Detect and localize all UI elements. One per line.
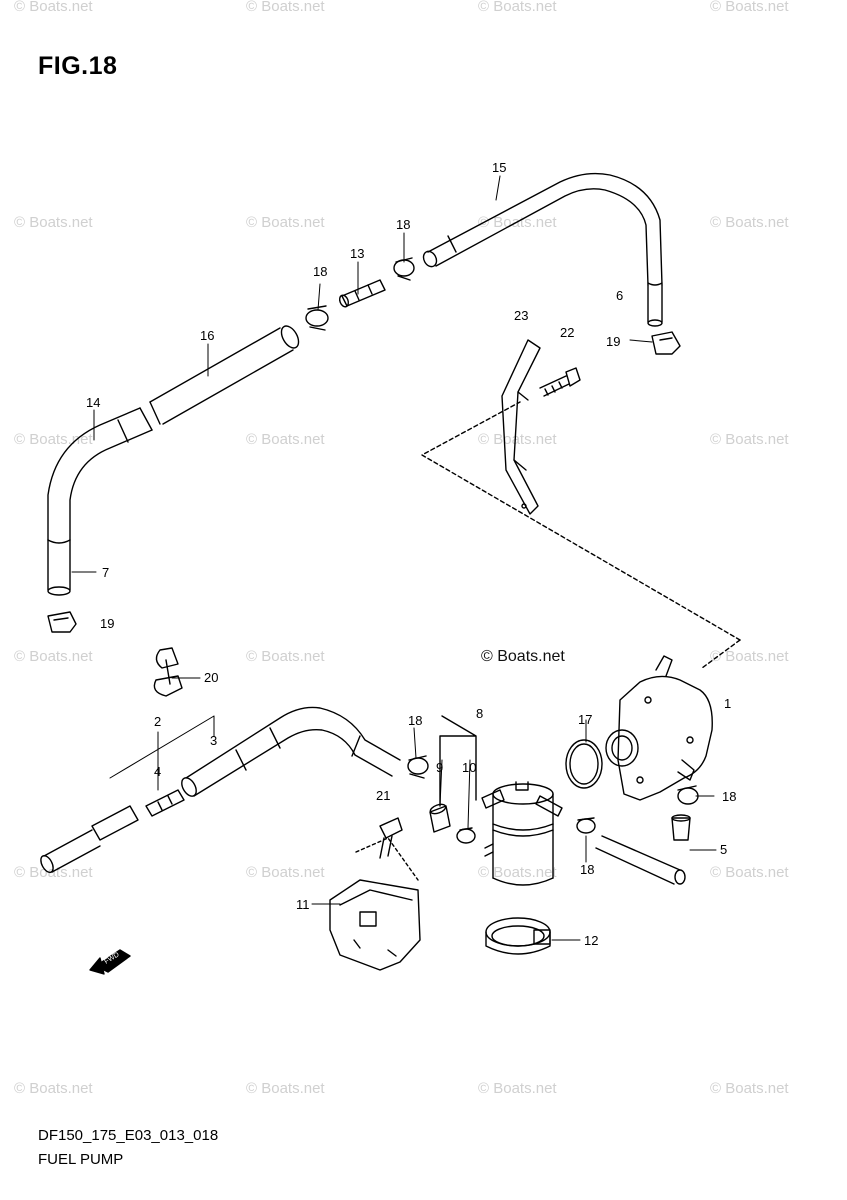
hose-16 [139, 325, 300, 431]
callout-1: 1 [724, 696, 731, 711]
figure-title: FIG.18 [38, 52, 118, 80]
callout-19-b: 19 [100, 616, 114, 631]
callout-18-e: 18 [580, 862, 594, 877]
watermark: © Boats.net [246, 214, 325, 231]
clamp-18 [677, 785, 699, 805]
callout-6: 6 [616, 288, 623, 303]
clamp-18 [576, 817, 596, 834]
clamp-19 [651, 331, 681, 355]
clip-20 [153, 647, 183, 697]
callout-8: 8 [476, 706, 483, 721]
figure-name: FUEL PUMP [38, 1151, 124, 1168]
callout-18-c: 18 [408, 713, 422, 728]
clamp-19 [47, 611, 77, 633]
callout-19-a: 19 [606, 334, 620, 349]
clip-10 [456, 827, 476, 844]
fwd-arrow-icon [89, 949, 131, 975]
callout-23: 23 [514, 308, 528, 323]
callout-3: 3 [210, 733, 217, 748]
fitting-4 [145, 789, 185, 817]
callout-20: 20 [204, 670, 218, 685]
callout-10: 10 [462, 760, 476, 775]
callout-11: 11 [296, 897, 310, 912]
callout-22: 22 [560, 325, 574, 340]
watermark: © Boats.net [710, 0, 789, 15]
hose-2 [40, 805, 139, 873]
callout-9: 9 [436, 760, 443, 775]
callout-21: 21 [376, 788, 390, 803]
callout-13: 13 [350, 246, 364, 261]
watermark: © Boats.net [246, 431, 325, 448]
watermark: © Boats.net [710, 648, 789, 665]
callout-5: 5 [720, 842, 727, 857]
callout-12: 12 [584, 933, 598, 948]
hose-3 [181, 706, 401, 797]
watermark: © Boats.net [246, 1080, 325, 1097]
callout-2: 2 [154, 714, 161, 729]
watermark: © Boats.net [246, 648, 325, 665]
hose-5 [595, 835, 686, 885]
clamp-18 [305, 305, 329, 331]
watermark: © Boats.net [478, 431, 557, 448]
bracket-23 [501, 339, 541, 515]
band-12 [485, 917, 551, 955]
leader-8 [439, 715, 477, 807]
watermark: © Boats.net [710, 214, 789, 231]
watermark: © Boats.net [14, 1080, 93, 1097]
callout-16: 16 [200, 328, 214, 343]
hose-15 [422, 172, 663, 286]
callout-17: 17 [578, 712, 592, 727]
watermark: © Boats.net [246, 864, 325, 881]
bolt-22 [539, 367, 581, 397]
callout-18-d: 18 [722, 789, 736, 804]
watermark: © Boats.net [478, 0, 557, 15]
hose-6 [647, 282, 663, 327]
callout-7: 7 [102, 565, 109, 580]
hose-7 [47, 539, 71, 596]
fuel-pump-1 [605, 655, 713, 801]
o-ring-17 [565, 739, 603, 789]
figure-code: DF150_175_E03_013_018 [38, 1127, 219, 1144]
bolt-21 [379, 817, 403, 859]
hose-14 [47, 407, 153, 541]
watermark: © Boats.net [14, 648, 93, 665]
watermark: © Boats.net [14, 0, 93, 15]
watermark: © Boats.net [14, 214, 93, 231]
watermark: © Boats.net [14, 864, 93, 881]
callout-15: 15 [492, 160, 506, 175]
leader-lines [71, 175, 717, 941]
sleeve-9 [429, 803, 451, 833]
copyright-notice: © Boats.net [481, 648, 565, 665]
clamp-18 [407, 755, 429, 779]
sleeve-5 [671, 814, 691, 841]
watermark: © Boats.net [710, 864, 789, 881]
callout-labels: 1 2 3 4 5 6 7 8 9 10 11 12 13 14 15 16 1… [86, 160, 736, 966]
callout-4: 4 [154, 764, 161, 779]
watermark: © Boats.net [478, 1080, 557, 1097]
watermark: © Boats.net [710, 1080, 789, 1097]
callout-18-a: 18 [396, 217, 410, 232]
watermark: © Boats.net [710, 431, 789, 448]
callout-18-b: 18 [313, 264, 327, 279]
bracket-11 [329, 879, 421, 971]
watermark: © Boats.net [246, 0, 325, 15]
fitting-13 [338, 279, 386, 308]
watermark: © Boats.net [478, 864, 557, 881]
callout-14: 14 [86, 395, 100, 410]
fuel-filter-8 [481, 781, 563, 886]
leader-11 [355, 837, 419, 881]
